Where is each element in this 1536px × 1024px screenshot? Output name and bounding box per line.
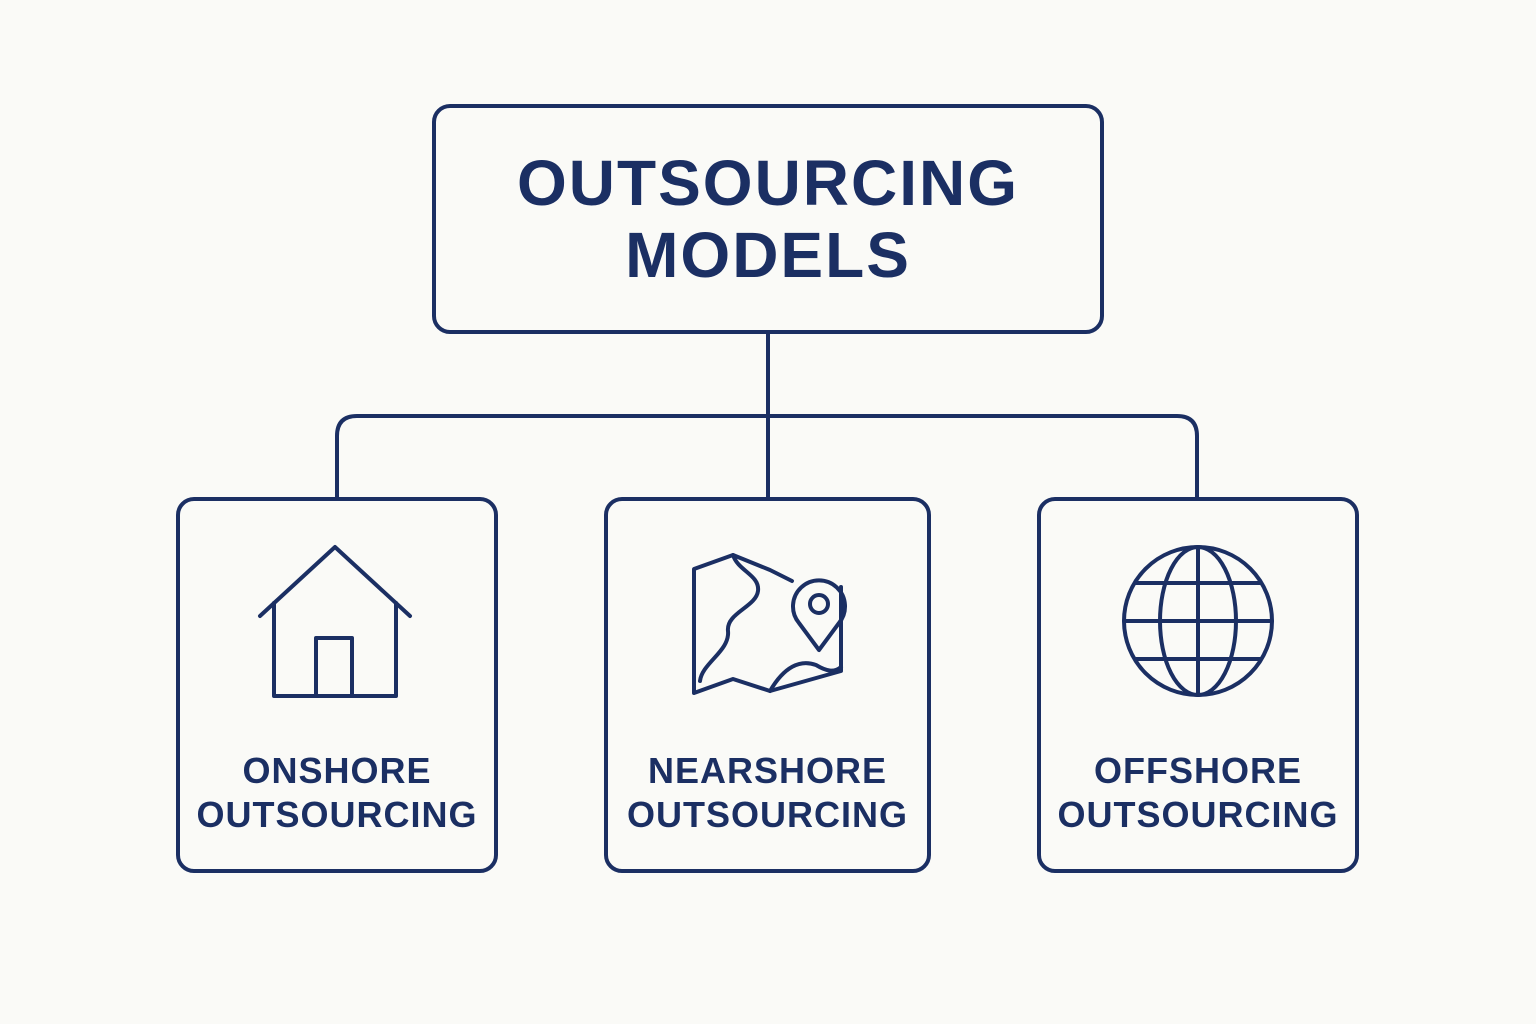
offshore-label: OFFSHORE OUTSOURCING <box>1041 749 1355 837</box>
onshore-label-line1: ONSHORE <box>242 750 432 791</box>
map-pin-icon <box>691 553 847 695</box>
nearshore-label-line2: OUTSOURCING <box>627 794 908 835</box>
onshore-label-line2: OUTSOURCING <box>196 794 478 835</box>
nearshore-card: NEARSHORE OUTSOURCING <box>604 497 931 873</box>
offshore-card: OFFSHORE OUTSOURCING <box>1037 497 1359 873</box>
root-title: OUTSOURCING MODELS <box>517 147 1019 291</box>
connector-horizontal-bar <box>335 414 1199 499</box>
offshore-label-line2: OUTSOURCING <box>1057 794 1339 835</box>
nearshore-label-line1: NEARSHORE <box>647 750 888 791</box>
root-node: OUTSOURCING MODELS <box>432 104 1104 334</box>
house-icon <box>258 545 412 698</box>
onshore-label: ONSHORE OUTSOURCING <box>180 749 494 837</box>
globe-icon <box>1122 545 1274 697</box>
onshore-card: ONSHORE OUTSOURCING <box>176 497 498 873</box>
offshore-label-line1: OFFSHORE <box>1093 750 1302 791</box>
nearshore-label: NEARSHORE OUTSOURCING <box>608 749 927 837</box>
